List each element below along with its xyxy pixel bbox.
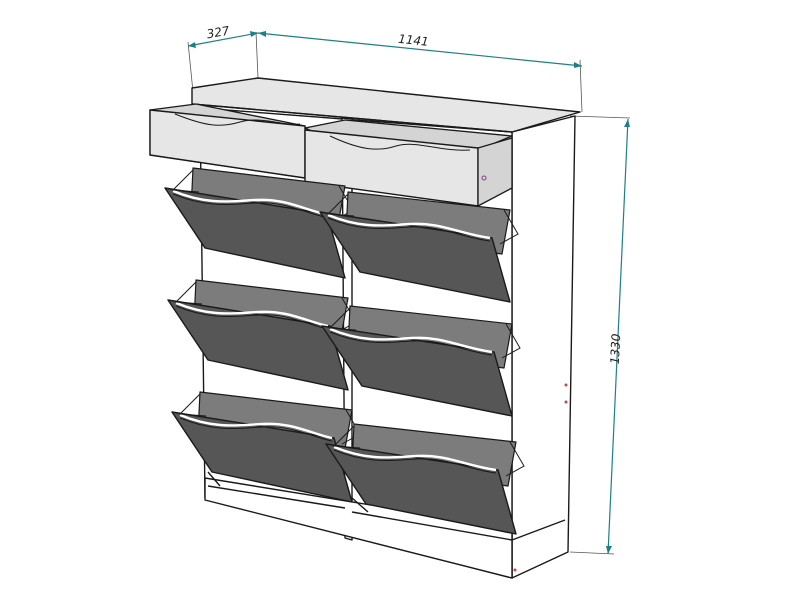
flap-wave-highlight: [179, 413, 333, 440]
plinth-side-edge: [511, 519, 566, 541]
plinth-shelf-right: [351, 511, 513, 541]
width-dimension-line: [257, 32, 583, 67]
side-marker-dot: [513, 568, 517, 572]
drawer-left: [149, 103, 306, 179]
width-arrow-right-icon: [574, 62, 582, 68]
flap-hinge-left-icon: [332, 425, 361, 449]
flap-hinge-left-icon: [178, 393, 207, 417]
flap-wave-edge: [175, 305, 329, 330]
flap-face: [171, 411, 353, 503]
depth-extension-right: [255, 31, 259, 79]
flap-hinge-left-icon: [328, 307, 357, 331]
height-arrow-top-icon: [624, 119, 630, 127]
flap-hinge-right-icon: [501, 323, 521, 359]
width-label: 1141: [398, 32, 430, 49]
flap-5: [171, 391, 361, 503]
flap-wave-edge: [327, 217, 491, 242]
top-front-edge: [191, 103, 513, 133]
flap-wave-highlight: [175, 301, 329, 328]
drawer-left-handle: [174, 113, 301, 126]
flap-1: [164, 167, 354, 279]
flap-wave-edge: [179, 417, 333, 442]
height-extension-bottom: [569, 551, 615, 555]
height-extension-top: [569, 115, 631, 119]
flap-wave-highlight: [327, 213, 491, 240]
height-arrow-bottom-icon: [606, 546, 612, 554]
flap-face: [321, 325, 513, 417]
flap-wave-edge: [329, 331, 493, 356]
side-marker-dot: [564, 383, 568, 387]
top-panel: [191, 77, 581, 133]
flap-wave-highlight: [172, 189, 326, 216]
plinth-corner-left: [207, 471, 221, 487]
flap-2: [319, 191, 519, 303]
drawer-right: [304, 119, 513, 207]
flap-face: [325, 443, 517, 535]
flap-wave-highlight: [333, 445, 497, 472]
flap-wave-edge: [333, 449, 497, 474]
flap-face: [319, 211, 511, 303]
flap-hinge-left-icon: [174, 281, 203, 305]
right-side-panel: [511, 115, 576, 579]
flap-face: [167, 299, 349, 391]
flap-hinge-left-icon: [171, 169, 200, 193]
flap-hinge-left-icon: [326, 193, 355, 217]
height-label: 1330: [608, 333, 624, 365]
height-dimension-line: [607, 118, 629, 555]
drawer-knob-icon: [481, 175, 487, 181]
dimension-annotations: 327 1141 1330: [187, 23, 631, 555]
flap-hinge-right-icon: [499, 209, 519, 245]
depth-dimension-line: [187, 32, 259, 47]
width-extension-right: [579, 59, 583, 113]
width-arrow-left-icon: [258, 31, 266, 37]
flap-wave-highlight: [329, 327, 493, 354]
plinth-shelf-left: [207, 485, 346, 509]
flap-wave-edge: [172, 193, 326, 218]
depth-extension-left: [187, 41, 194, 93]
plinth-corner-right: [351, 497, 369, 513]
drawer-right-handle: [329, 135, 471, 151]
drawer-right-side: [477, 137, 513, 207]
flap-face: [164, 187, 346, 279]
flap-hinge-right-icon: [505, 441, 525, 477]
depth-arrow-right-icon: [250, 31, 258, 37]
flap-6: [325, 423, 525, 535]
depth-label: 327: [206, 23, 231, 41]
side-marker-dot: [564, 400, 568, 404]
flap-4: [321, 305, 521, 417]
shoe-flaps: [164, 167, 525, 535]
depth-arrow-left-icon: [188, 42, 196, 48]
flap-3: [167, 279, 357, 391]
